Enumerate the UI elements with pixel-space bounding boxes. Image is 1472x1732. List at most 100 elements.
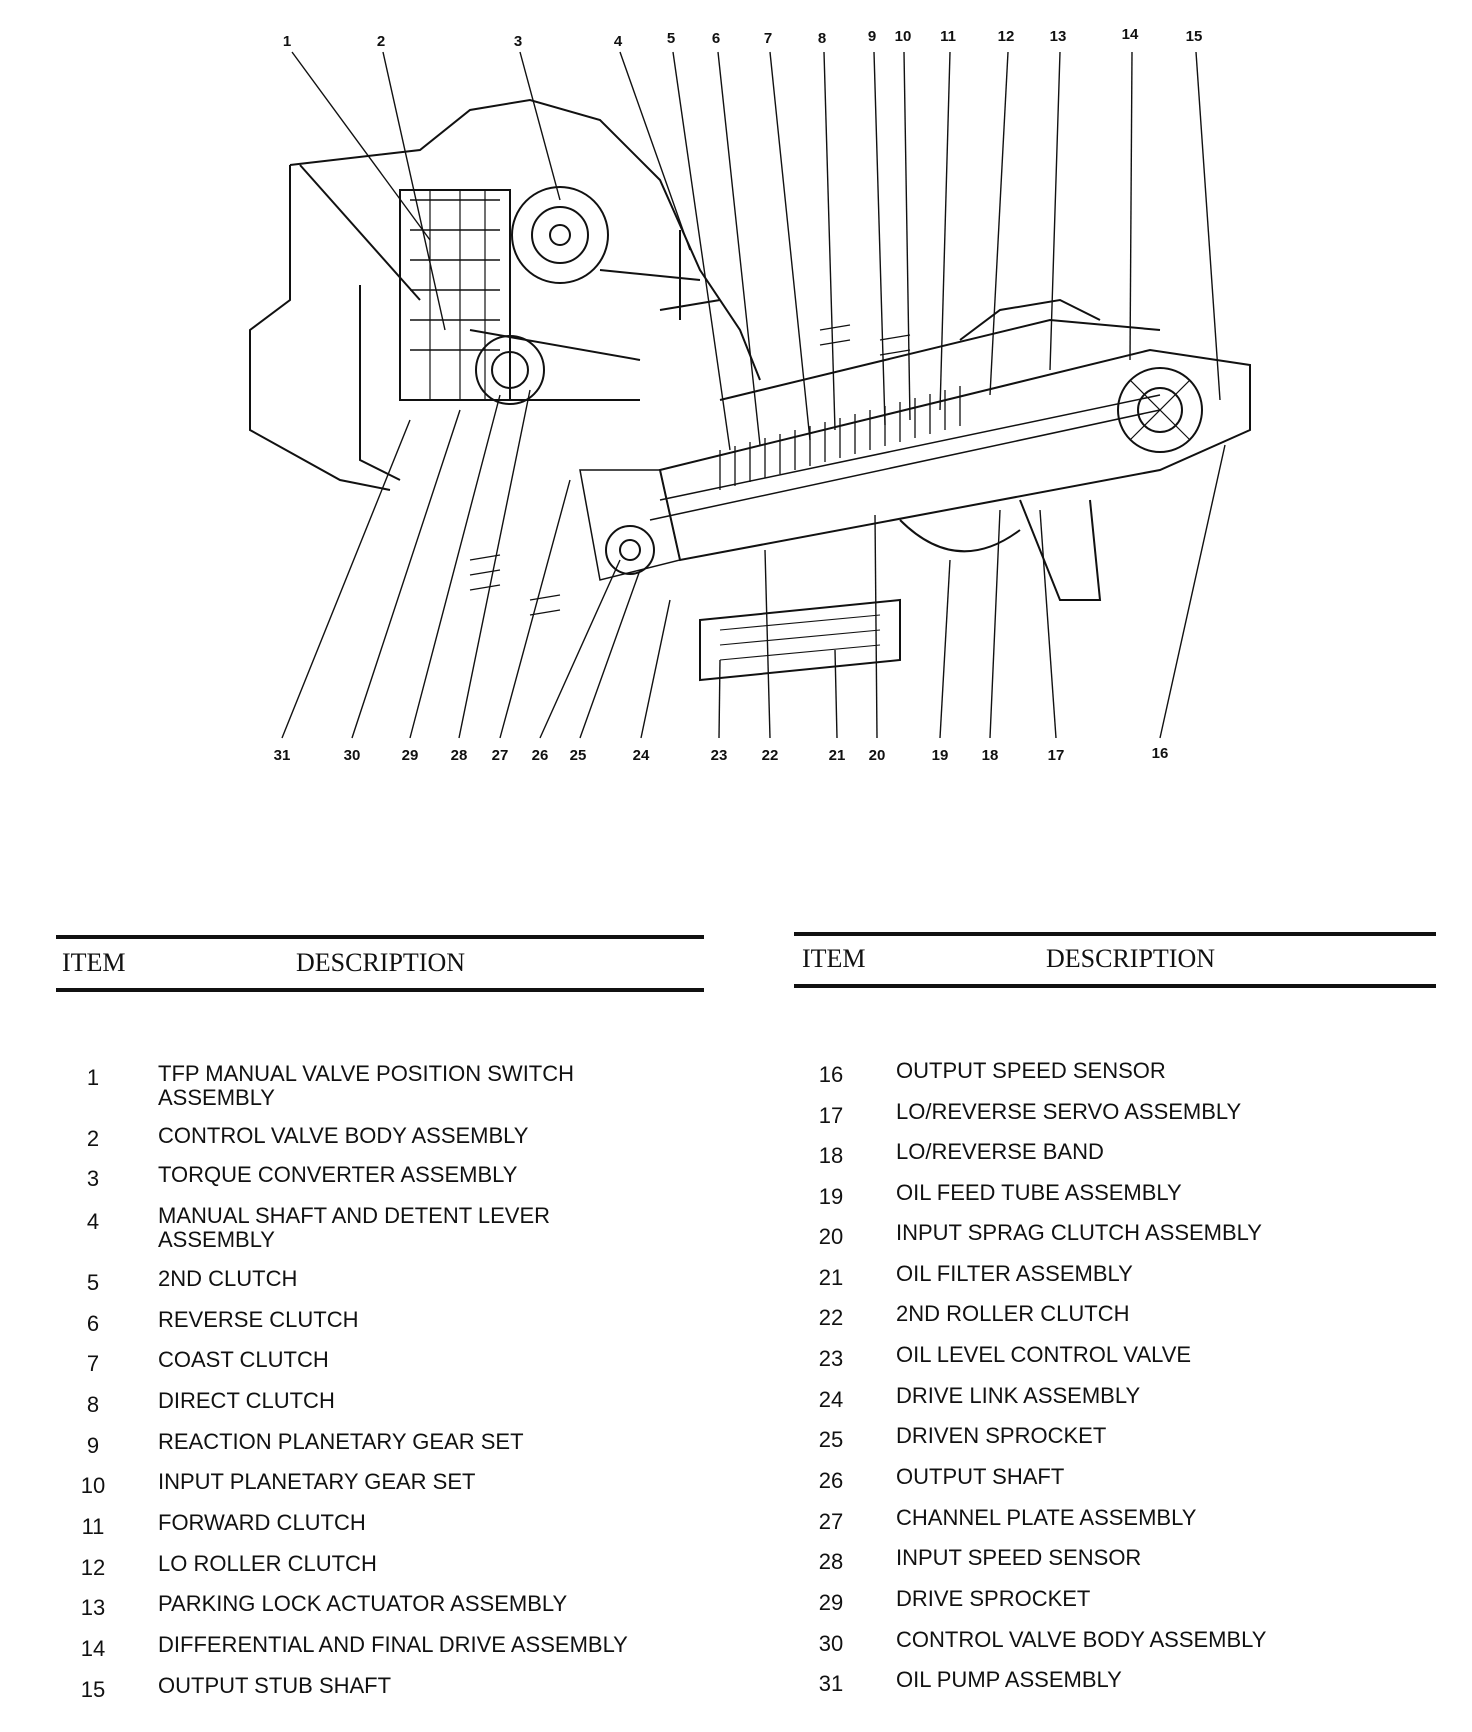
item-description: 2ND ROLLER CLUTCH (896, 1301, 1130, 1326)
item-number: 8 (86, 1392, 100, 1417)
item-description: 2ND CLUTCH (158, 1266, 298, 1291)
item-number: 31 (818, 1671, 844, 1696)
item-number: 15 (80, 1677, 106, 1702)
callout-20: 20 (869, 747, 886, 764)
item-number: 28 (818, 1549, 844, 1574)
item-description: OUTPUT STUB SHAFT (158, 1673, 392, 1698)
callouts-top: 1 2 3 4 5 6 7 8 9 10 11 12 13 14 15 (283, 26, 1203, 50)
callout-29: 29 (402, 747, 419, 764)
item-number: 4 (86, 1209, 100, 1234)
item-description: DRIVE LINK ASSEMBLY (896, 1383, 1141, 1408)
table-right-col-description: DESCRIPTION (1046, 944, 1216, 973)
item-description: CHANNEL PLATE ASSEMBLY (896, 1505, 1197, 1530)
callout-15: 15 (1186, 28, 1203, 45)
table-right-top-rule (794, 932, 1436, 936)
callout-4: 4 (614, 33, 623, 50)
callout-1: 1 (283, 33, 291, 50)
leader-lines-top (291, 51, 1221, 451)
item-number: 21 (818, 1265, 844, 1290)
item-description: OIL LEVEL CONTROL VALVE (896, 1342, 1192, 1367)
item-description: OIL PUMP ASSEMBLY (896, 1667, 1122, 1692)
item-description: INPUT PLANETARY GEAR SET (158, 1469, 476, 1494)
item-description: INPUT SPEED SENSOR (896, 1545, 1142, 1570)
callout-8: 8 (818, 30, 826, 47)
item-number: 26 (818, 1468, 844, 1493)
table-right-col-item: ITEM (802, 944, 866, 973)
callout-14: 14 (1122, 26, 1139, 43)
item-description: DRIVEN SPROCKET (896, 1423, 1107, 1448)
item-number: 23 (818, 1346, 844, 1371)
item-number: 11 (81, 1514, 105, 1539)
item-description: OUTPUT SHAFT (896, 1464, 1065, 1489)
callout-24: 24 (633, 747, 650, 764)
callout-2: 2 (377, 33, 385, 50)
callout-9: 9 (868, 28, 876, 45)
item-description: MANUAL SHAFT AND DETENT LEVER ASSEMBLY (158, 1203, 551, 1252)
item-number: 25 (818, 1427, 844, 1452)
item-number: 3 (86, 1166, 100, 1191)
item-description: CONTROL VALVE BODY ASSEMBLY (158, 1123, 529, 1148)
item-description: CONTROL VALVE BODY ASSEMBLY (896, 1627, 1267, 1652)
item-number: 22 (818, 1305, 844, 1330)
item-description: REACTION PLANETARY GEAR SET (158, 1429, 524, 1454)
item-description: TFP MANUAL VALVE POSITION SWITCH ASSEMBL… (158, 1061, 575, 1110)
leader-lines-bottom (281, 389, 1226, 739)
callout-23: 23 (711, 747, 728, 764)
callout-12: 12 (998, 28, 1015, 45)
item-number: 24 (818, 1387, 844, 1412)
item-description: COAST CLUTCH (158, 1347, 329, 1372)
item-description: FORWARD CLUTCH (158, 1510, 366, 1535)
item-number: 10 (80, 1473, 106, 1498)
item-number: 19 (818, 1184, 844, 1209)
item-description: LO ROLLER CLUTCH (158, 1551, 377, 1576)
item-number: 1 (86, 1065, 100, 1090)
transaxle-illustration (249, 98, 1251, 682)
callout-16: 16 (1152, 745, 1169, 762)
table-left-col-item: ITEM (62, 948, 126, 977)
callout-28: 28 (451, 747, 468, 764)
table-left-col-description: DESCRIPTION (296, 948, 466, 977)
callout-25: 25 (570, 747, 587, 764)
item-number: 20 (818, 1224, 844, 1249)
item-description: OIL FEED TUBE ASSEMBLY (896, 1180, 1182, 1205)
callout-13: 13 (1050, 28, 1067, 45)
callout-21: 21 (829, 747, 846, 764)
callout-5: 5 (667, 30, 675, 47)
callout-17: 17 (1048, 747, 1065, 764)
transaxle-cutaway-diagram: 1 2 3 4 5 6 7 8 9 10 11 12 13 14 15 31 3… (249, 26, 1251, 764)
item-number: 30 (818, 1631, 844, 1656)
item-number: 12 (80, 1555, 106, 1580)
item-description: REVERSE CLUTCH (158, 1307, 359, 1332)
item-description: DIFFERENTIAL AND FINAL DRIVE ASSEMBLY (158, 1632, 628, 1657)
item-number: 16 (818, 1062, 844, 1087)
table-left-top-rule (56, 935, 704, 939)
callout-11: 11 (940, 28, 956, 45)
callout-31: 31 (274, 747, 291, 764)
item-number: 5 (86, 1270, 100, 1295)
callout-18: 18 (982, 747, 999, 764)
callout-7: 7 (764, 30, 772, 47)
item-number: 14 (80, 1636, 106, 1661)
item-number: 2 (86, 1126, 100, 1151)
item-description: LO/REVERSE SERVO ASSEMBLY (896, 1099, 1242, 1124)
callout-27: 27 (492, 747, 509, 764)
callout-6: 6 (712, 30, 720, 47)
callout-3: 3 (514, 33, 522, 50)
callout-26: 26 (532, 747, 549, 764)
table-left-header-rule (56, 988, 704, 992)
item-description: INPUT SPRAG CLUTCH ASSEMBLY (896, 1220, 1262, 1245)
item-number: 9 (86, 1433, 100, 1458)
item-description: TORQUE CONVERTER ASSEMBLY (158, 1162, 518, 1187)
item-number: 7 (86, 1351, 100, 1376)
item-description: DRIVE SPROCKET (896, 1586, 1091, 1611)
item-number: 27 (818, 1509, 844, 1534)
item-number: 29 (818, 1590, 844, 1615)
callout-22: 22 (762, 747, 779, 764)
item-number: 18 (818, 1143, 844, 1168)
item-description: DIRECT CLUTCH (158, 1388, 335, 1413)
item-number: 17 (818, 1103, 844, 1128)
item-description: OUTPUT SPEED SENSOR (896, 1058, 1166, 1083)
item-description: PARKING LOCK ACTUATOR ASSEMBLY (158, 1591, 568, 1616)
callouts-bottom: 31 30 29 28 27 26 25 24 23 22 21 20 19 1… (274, 745, 1169, 764)
item-description: OIL FILTER ASSEMBLY (896, 1261, 1133, 1286)
